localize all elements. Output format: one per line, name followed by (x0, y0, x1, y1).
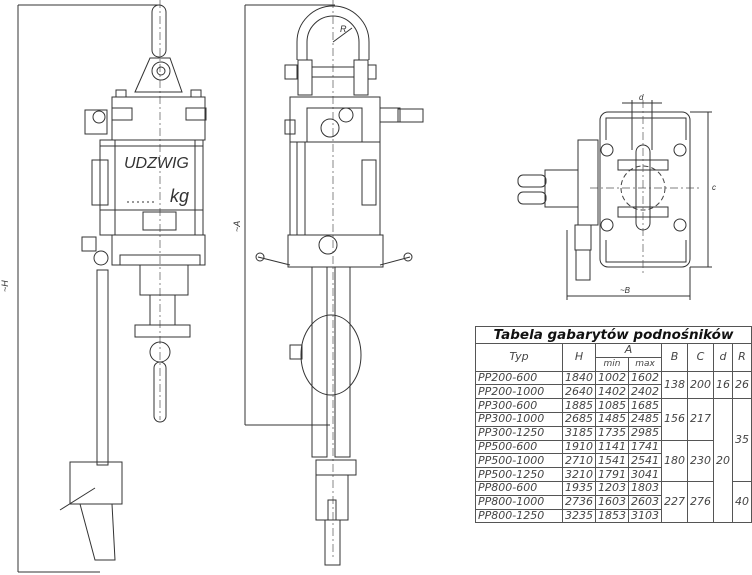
front-view: ~A R (232, 0, 424, 566)
cell-typ: PP300-600 (475, 398, 563, 413)
cell-b: 180 (661, 439, 688, 482)
header-d: d (713, 343, 733, 372)
dimension-label-r: R (340, 24, 347, 34)
cell-typ: PP500-1250 (475, 467, 563, 482)
cell-min: 1141 (595, 439, 629, 455)
header-r: R (732, 343, 752, 372)
cell-r: 35 (732, 398, 752, 482)
dimension-label-d: d (639, 93, 644, 102)
header-b: B (661, 343, 688, 372)
table-title: Tabela gabarytów podnośników (475, 326, 752, 344)
header-a: A (595, 343, 662, 358)
cell-b: 227 (661, 480, 688, 524)
cell-b: 138 (661, 370, 688, 400)
dimension-label-h: ~H (0, 280, 10, 292)
cell-min: 1541 (595, 453, 629, 469)
cell-c: 200 (687, 370, 714, 400)
header-a-min: min (595, 356, 629, 372)
cell-h: 2736 (562, 494, 596, 510)
cell-c: 230 (687, 439, 714, 482)
side-view: ~H UDZWIG kg (0, 0, 207, 573)
cell-max: 3103 (628, 508, 662, 524)
cell-b: 156 (661, 398, 688, 441)
cell-h: 1885 (562, 398, 596, 413)
cell-typ: PP300-1000 (475, 411, 563, 427)
cell-h: 2710 (562, 453, 596, 469)
cell-typ: PP200-600 (475, 370, 563, 386)
cell-typ: PP800-1000 (475, 494, 563, 510)
dimension-label-a: ~A (232, 221, 242, 232)
cell-max: 1741 (628, 439, 662, 455)
cell-max: 2985 (628, 425, 662, 441)
header-a-max: max (628, 356, 662, 372)
cell-max: 1685 (628, 398, 662, 413)
cell-min: 1791 (595, 467, 629, 482)
cell-d: 20 (713, 398, 733, 524)
cell-typ: PP800-1250 (475, 508, 563, 524)
cell-h: 3235 (562, 508, 596, 524)
header-c: C (687, 343, 714, 372)
cell-typ: PP800-600 (475, 480, 563, 496)
cell-d: 16 (713, 370, 733, 400)
dimension-label-c: c (712, 183, 716, 192)
cell-h: 1840 (562, 370, 596, 386)
dimensions-table: Tabela gabarytów podnośników Typ H A B C… (475, 326, 752, 524)
cell-typ: PP500-600 (475, 439, 563, 455)
cell-typ: PP200-1000 (475, 384, 563, 400)
cell-typ: PP500-1000 (475, 453, 563, 469)
cell-max: 2603 (628, 494, 662, 510)
cell-min: 1002 (595, 370, 629, 386)
cell-h: 3185 (562, 425, 596, 441)
cell-h: 2640 (562, 384, 596, 400)
cell-max: 1803 (628, 480, 662, 496)
cell-typ: PP300-1250 (475, 425, 563, 441)
cell-c: 217 (687, 398, 714, 441)
cell-h: 3210 (562, 467, 596, 482)
cell-r: 26 (732, 370, 752, 400)
cell-h: 2685 (562, 411, 596, 427)
cell-max: 2485 (628, 411, 662, 427)
cell-min: 1603 (595, 494, 629, 510)
capacity-unit-label: kg (170, 186, 189, 206)
cell-max: 1602 (628, 370, 662, 386)
cell-h: 1910 (562, 439, 596, 455)
cell-max: 3041 (628, 467, 662, 482)
dimension-label-b: ~B (620, 286, 631, 295)
cell-max: 2402 (628, 384, 662, 400)
cell-h: 1935 (562, 480, 596, 496)
cell-min: 1402 (595, 384, 629, 400)
cell-r: 40 (732, 480, 752, 524)
cell-min: 1853 (595, 508, 629, 524)
cell-min: 1735 (595, 425, 629, 441)
cell-min: 1485 (595, 411, 629, 427)
capacity-plate-label: UDZWIG (124, 155, 189, 172)
header-typ: Typ (475, 343, 563, 372)
cell-min: 1085 (595, 398, 629, 413)
cell-max: 2541 (628, 453, 662, 469)
cell-min: 1203 (595, 480, 629, 496)
cell-c: 276 (687, 480, 714, 524)
header-h: H (562, 343, 596, 372)
top-view: d c ~B (517, 93, 716, 300)
